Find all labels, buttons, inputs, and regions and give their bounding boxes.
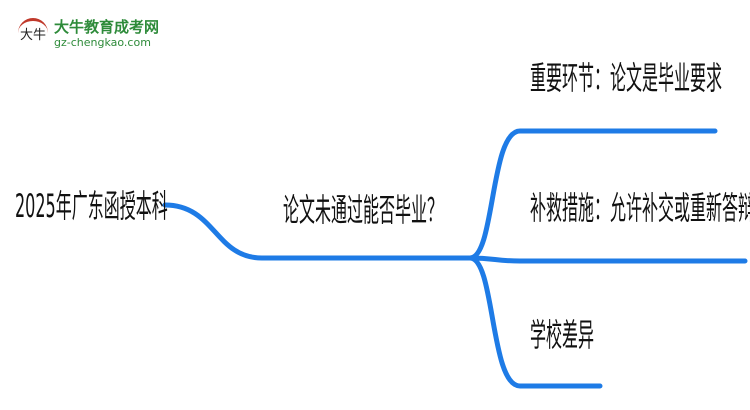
root-node: 2025年广东函授本科 [15,187,168,225]
center-node: 论文未通过能否毕业？ [283,191,444,229]
logo: 大牛 大牛教育成考网 gz-chengkao.com [18,14,218,54]
branch-connector-1 [467,128,718,261]
logo-mark: 大牛 [18,18,48,48]
branch-connector-3 [467,255,603,389]
logo-url: gz-chengkao.com [54,36,151,49]
branch-connector-2 [467,255,748,264]
branch-node-1: 重要环节：论文是毕业要求 [530,59,723,97]
branch-node-3: 学校差异 [530,316,595,354]
root-connector [162,202,473,261]
logo-name: 大牛教育成考网 [54,18,160,36]
branch-node-2: 补救措施：允许补交或重新答辩 [530,189,750,227]
